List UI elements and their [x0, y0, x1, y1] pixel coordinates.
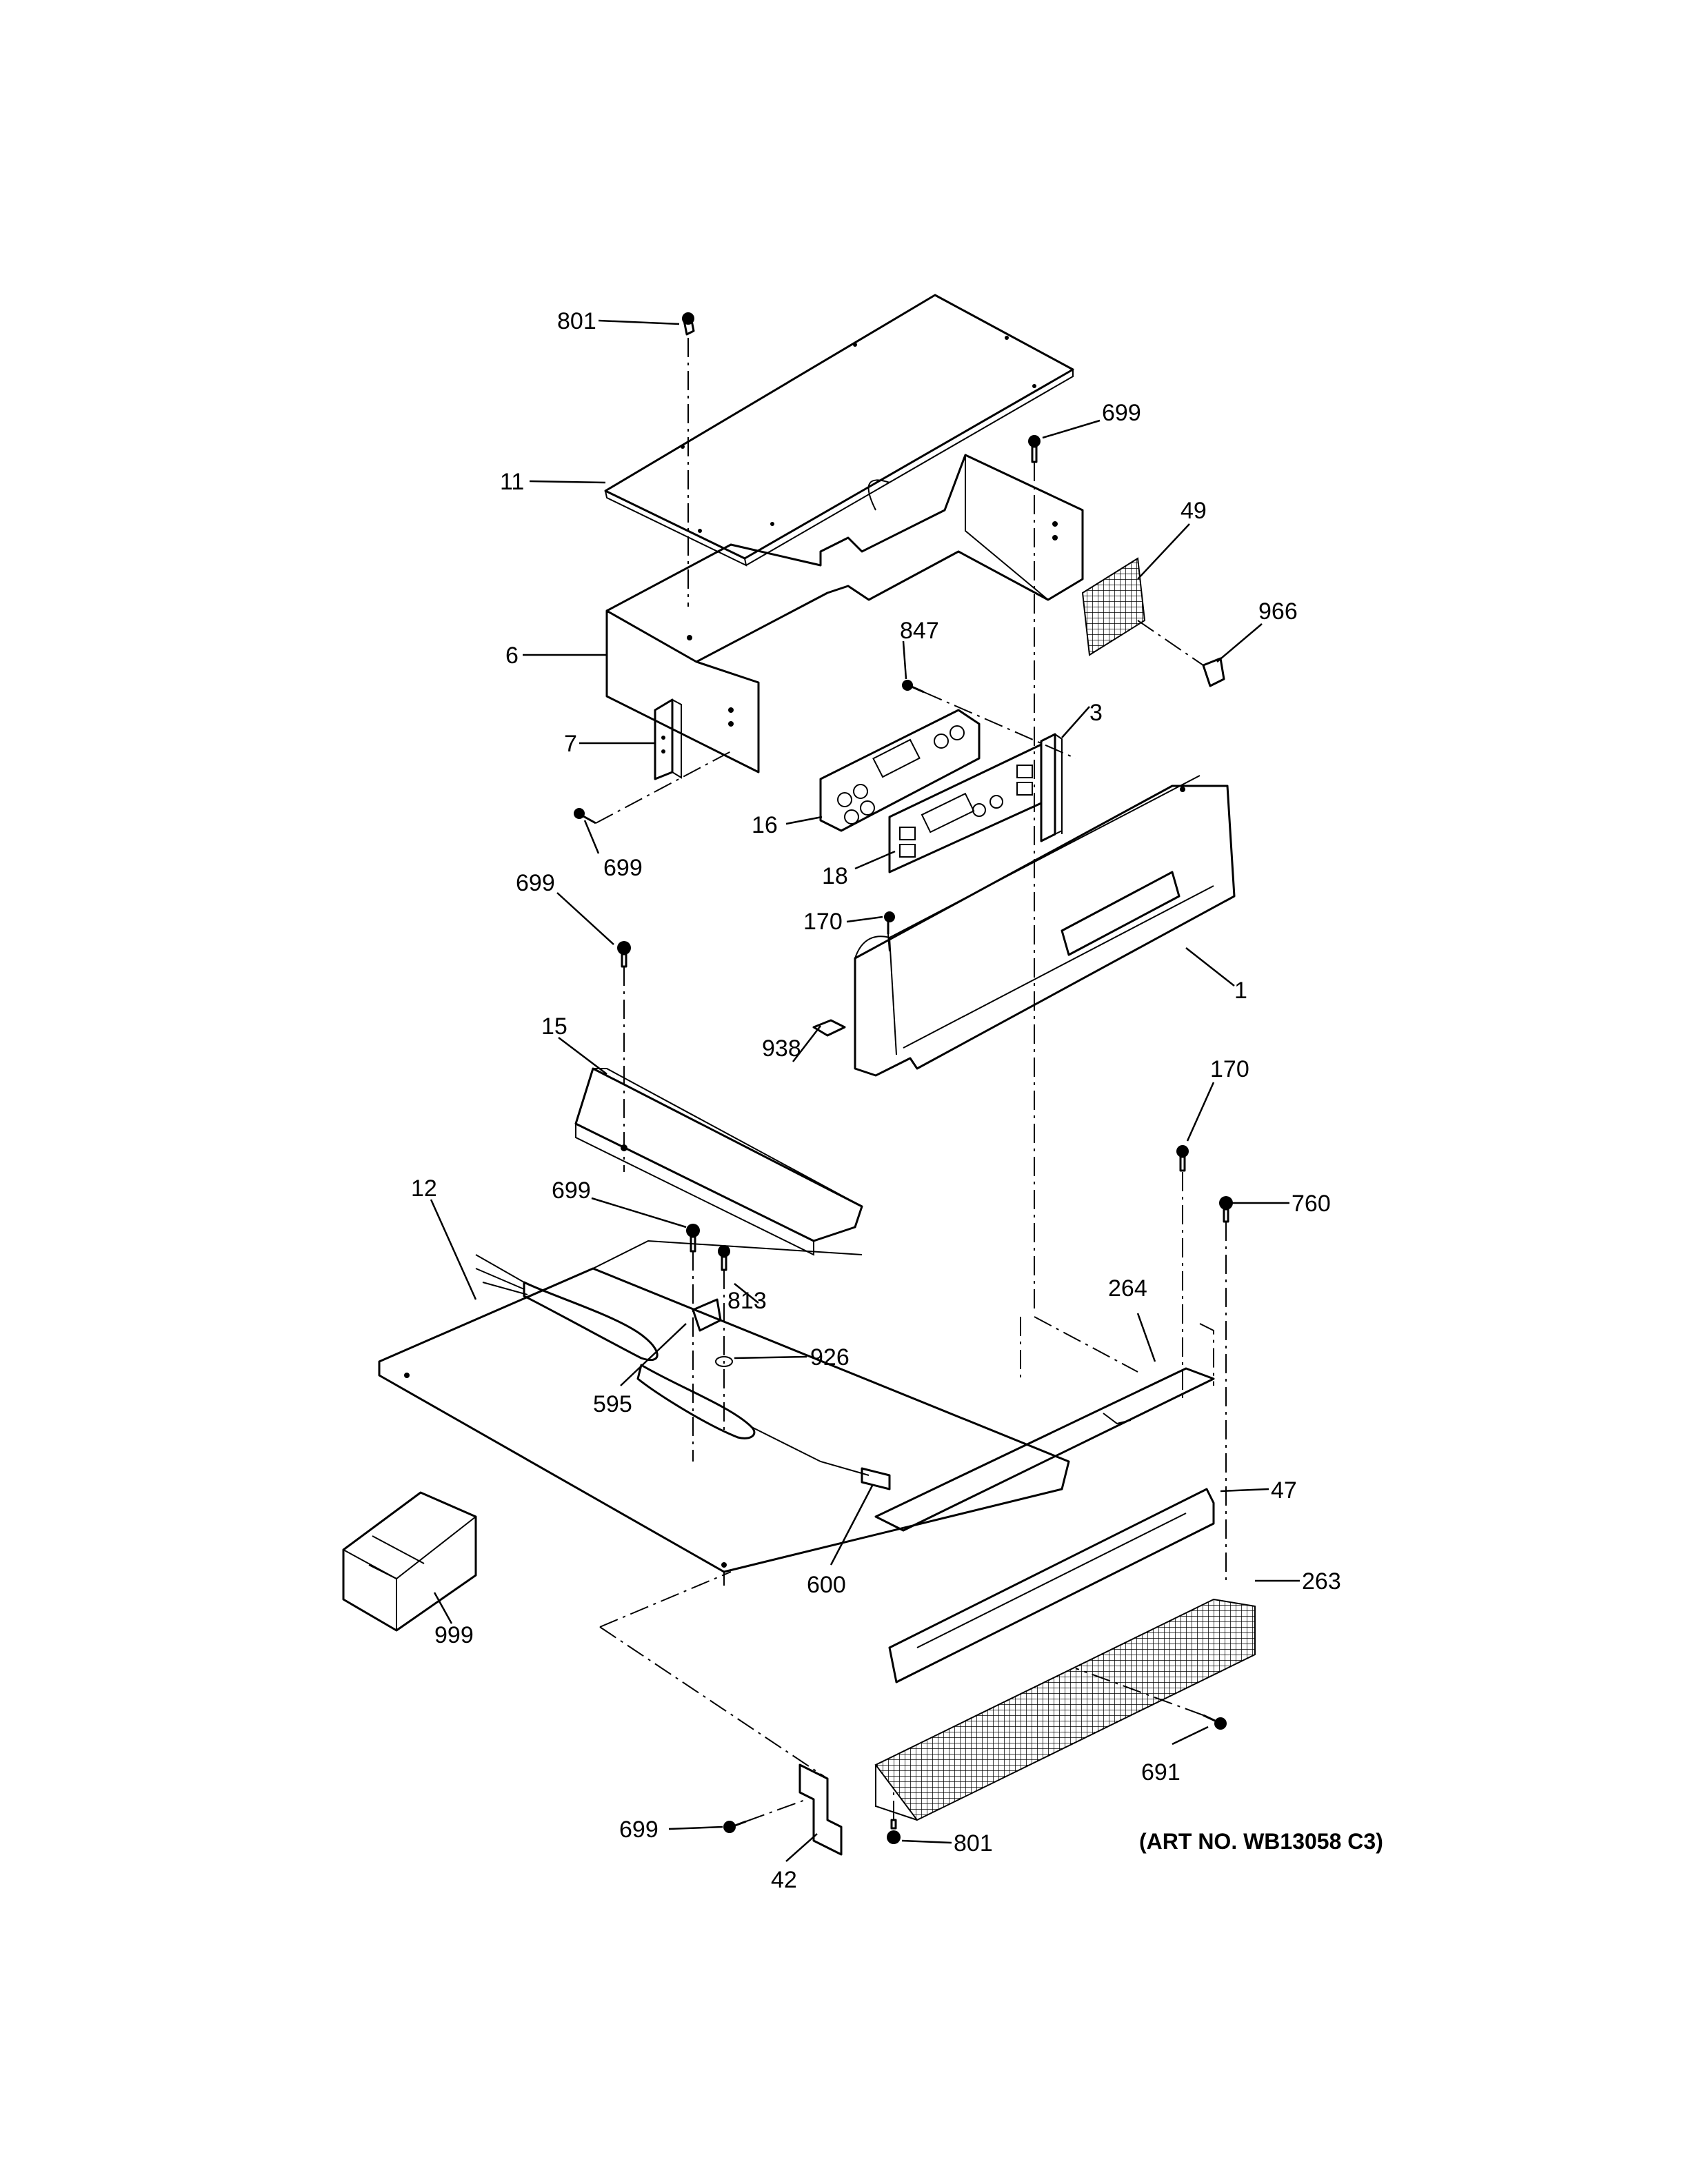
screw-691 — [1203, 1714, 1227, 1730]
callout-3: 3 — [1089, 700, 1103, 726]
callout-699-left: 699 — [603, 855, 643, 881]
cooktop-base-assembly — [378, 1240, 1070, 1586]
assembly-lines — [595, 338, 1227, 1822]
callout-926: 926 — [810, 1344, 850, 1371]
callout-999: 999 — [434, 1622, 474, 1648]
screw-170-right — [1176, 1145, 1189, 1172]
rear-trim-strip — [874, 1367, 1215, 1532]
top-cover-panel — [604, 294, 1074, 567]
screw-699-mid — [617, 941, 631, 968]
callout-16: 16 — [752, 812, 778, 838]
screw-170-panel — [884, 911, 895, 934]
control-housing — [605, 454, 1084, 774]
vent-baffle — [888, 1488, 1215, 1684]
screw-699-bottom — [723, 1820, 747, 1833]
callout-699-top: 699 — [1102, 400, 1141, 426]
small-bracket — [654, 698, 682, 780]
screw-801-bottom — [887, 1819, 901, 1844]
screw-813 — [718, 1245, 730, 1271]
callout-801-top: 801 — [557, 308, 596, 334]
screw-699-top — [1028, 435, 1041, 463]
callout-170-right: 170 — [1210, 1056, 1249, 1082]
callout-6: 6 — [505, 643, 519, 669]
keypad-overlay — [888, 743, 1043, 873]
screw-847 — [902, 680, 925, 694]
callout-966: 966 — [1258, 598, 1298, 625]
callout-600: 600 — [807, 1572, 846, 1598]
callout-595: 595 — [593, 1391, 632, 1417]
corner-bracket-42 — [798, 1763, 843, 1856]
callout-847: 847 — [900, 618, 939, 644]
callout-760: 760 — [1292, 1191, 1331, 1217]
callout-170-panel: 170 — [803, 909, 843, 935]
callout-15: 15 — [541, 1013, 567, 1040]
screw-699-center — [686, 1224, 700, 1253]
callout-labels: 801 11 699 49 966 6 847 3 7 16 699 18 69… — [411, 308, 1383, 1893]
callout-801-bottom: 801 — [954, 1830, 993, 1857]
callout-699-center: 699 — [552, 1177, 591, 1204]
callout-7: 7 — [564, 731, 577, 757]
leader-lines — [430, 319, 1300, 1862]
callout-11: 11 — [500, 469, 524, 495]
literature-box — [342, 1491, 477, 1632]
callout-813: 813 — [727, 1288, 767, 1314]
callout-12: 12 — [411, 1175, 437, 1202]
control-board — [819, 709, 981, 832]
callout-691: 691 — [1141, 1759, 1180, 1786]
art-number: (ART NO. WB13058 C3) — [1139, 1829, 1383, 1854]
callout-264: 264 — [1108, 1275, 1147, 1302]
washer-926 — [715, 1356, 733, 1367]
grille-mesh — [1081, 557, 1146, 656]
terminal-bracket-813 — [692, 1298, 722, 1332]
vent-grille — [874, 1598, 1256, 1821]
callout-699-bottom: 699 — [619, 1817, 659, 1843]
screw-760 — [1219, 1196, 1233, 1223]
screw-801-top — [682, 312, 695, 336]
callout-1: 1 — [1234, 978, 1247, 1004]
callout-938: 938 — [762, 1035, 801, 1062]
callout-47: 47 — [1271, 1477, 1297, 1504]
callout-699-mid: 699 — [516, 870, 555, 896]
screw-699-left — [574, 808, 596, 825]
clip-966 — [1202, 657, 1225, 687]
control-panel-backsplash — [854, 775, 1236, 1077]
clip-938 — [812, 1019, 846, 1037]
callout-18: 18 — [822, 863, 848, 889]
callout-263: 263 — [1302, 1568, 1341, 1595]
callout-42: 42 — [771, 1867, 797, 1893]
channel-bracket — [574, 1067, 863, 1256]
callout-49: 49 — [1180, 498, 1207, 524]
